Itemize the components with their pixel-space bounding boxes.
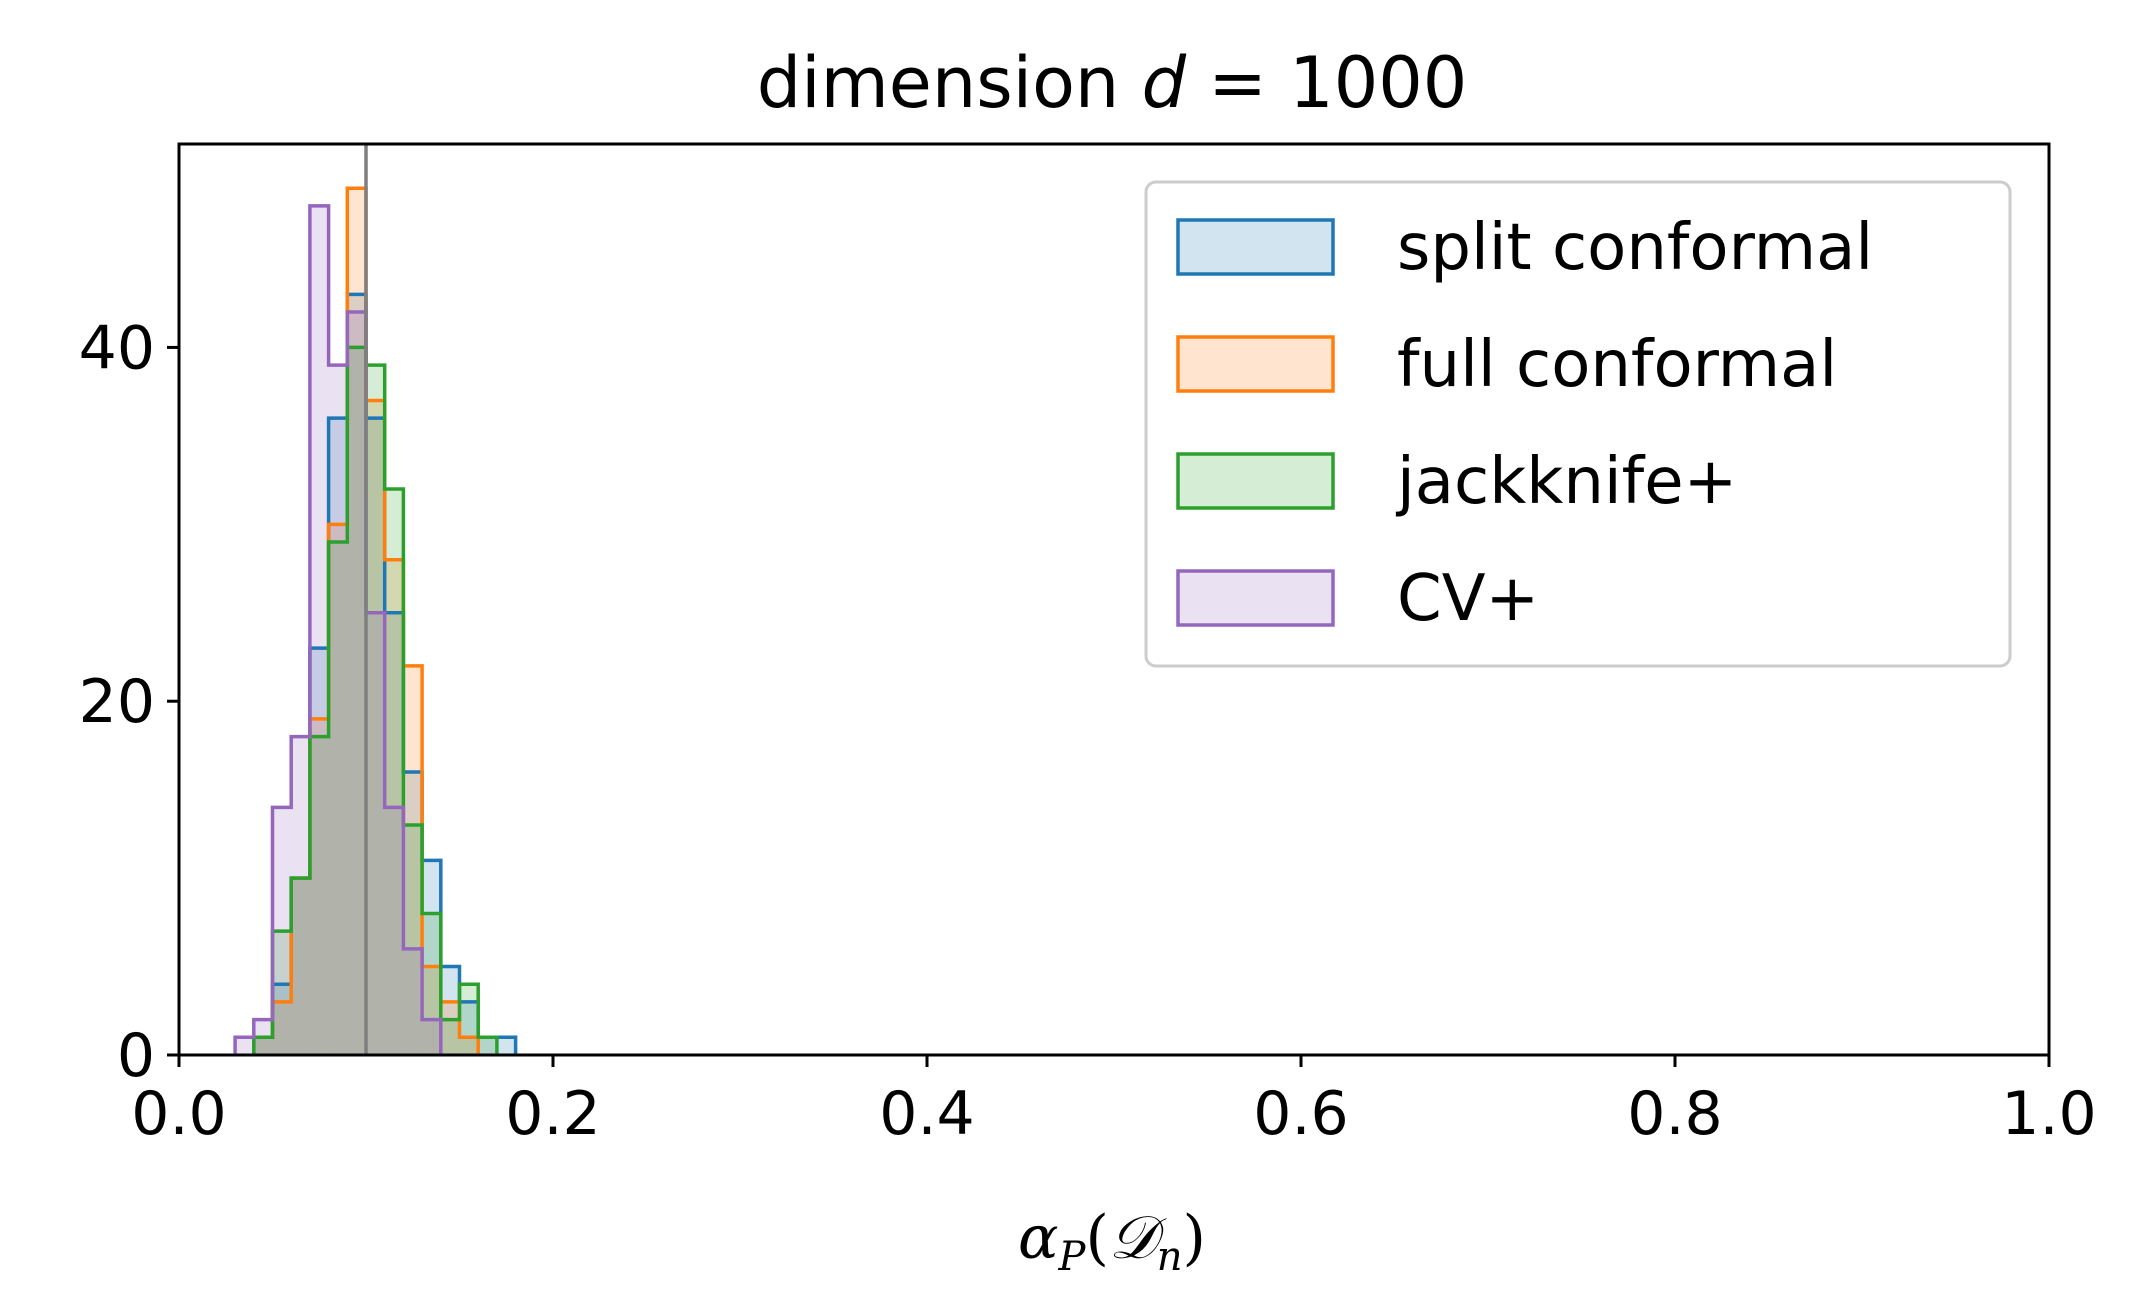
- bar-jackknife-11: [459, 984, 479, 1055]
- x-tick-label: 0.2: [505, 1079, 600, 1149]
- bar-split-conformal-13: [496, 1037, 516, 1055]
- x-tick-label: 0.4: [879, 1079, 974, 1149]
- bar-split-conformal-0: [253, 1037, 273, 1055]
- outline-jackknife: [252, 345, 499, 1055]
- bar-split-conformal-4: [328, 418, 348, 1056]
- bar-cv-4: [309, 205, 329, 1056]
- bar-split-conformal-12: [478, 1037, 497, 1055]
- bar-split-conformal-6: [366, 418, 385, 1056]
- legend-label-cv: CV+: [1397, 562, 1539, 636]
- histogram-bars: [233, 186, 518, 1056]
- bar-split-conformal-2: [291, 878, 310, 1055]
- bar-full-conformal-10: [440, 1001, 460, 1055]
- axes: 0.0 0.2 0.4 0.6 0.8 1.0 0 20 40: [79, 142, 2097, 1149]
- bar-cv-3: [291, 736, 310, 1055]
- bar-jackknife-12: [478, 1037, 497, 1055]
- bar-full-conformal-11: [459, 1037, 479, 1055]
- series-jackknife: [253, 347, 497, 1055]
- bar-split-conformal-11: [459, 1001, 479, 1055]
- bar-jackknife-7: [384, 488, 404, 1055]
- legend-swatch-cv: [1176, 569, 1335, 627]
- chart-title: dimension d = 1000: [757, 42, 1468, 124]
- plot-frame: [177, 142, 2051, 1057]
- bar-full-conformal-0: [253, 1037, 273, 1055]
- series-cv: [235, 205, 441, 1056]
- bar-full-conformal-1: [272, 1001, 292, 1055]
- bar-jackknife-10: [440, 1019, 460, 1055]
- bar-jackknife-5: [347, 347, 366, 1055]
- bar-cv-8: [384, 807, 404, 1055]
- bar-split-conformal-5: [347, 294, 366, 1055]
- bar-cv-0: [235, 1037, 254, 1055]
- bar-jackknife-1: [272, 931, 292, 1055]
- legend: split conformal full conformal jackknife+ C…: [1144, 180, 2012, 668]
- x-tick-label: 0.8: [1627, 1079, 1722, 1149]
- series-full-conformal: [253, 188, 479, 1056]
- bar-jackknife-2: [291, 878, 310, 1055]
- outline-cv: [233, 204, 443, 1055]
- y-tick-label: 0: [117, 1021, 155, 1091]
- bar-jackknife-0: [253, 1037, 273, 1055]
- legend-label-split-conformal: split conformal: [1397, 211, 1873, 285]
- bar-full-conformal-8: [403, 665, 423, 1055]
- bar-cv-7: [366, 612, 385, 1055]
- legend-label-full-conformal: full conformal: [1397, 328, 1837, 402]
- bar-split-conformal-7: [384, 612, 404, 1055]
- bar-full-conformal-6: [366, 400, 385, 1056]
- bar-split-conformal-8: [403, 771, 423, 1055]
- y-tick-label: 20: [79, 667, 155, 737]
- bar-split-conformal-3: [309, 648, 329, 1055]
- legend-swatch-split-conformal: [1176, 218, 1335, 276]
- bar-jackknife-6: [366, 365, 385, 1055]
- bar-full-conformal-5: [347, 188, 366, 1056]
- bar-cv-10: [422, 1019, 441, 1055]
- bar-split-conformal-10: [440, 966, 460, 1055]
- bar-full-conformal-3: [309, 718, 329, 1055]
- legend-swatch-full-conformal: [1176, 335, 1335, 393]
- legend-swatch-jackknife: [1176, 452, 1335, 510]
- bar-jackknife-8: [403, 825, 423, 1055]
- legend-frame: [1144, 180, 2012, 668]
- bar-cv-6: [347, 312, 366, 1055]
- bar-cv-5: [328, 365, 348, 1055]
- bar-jackknife-4: [328, 542, 348, 1055]
- legend-label-jackknife: jackknife+: [1395, 445, 1737, 519]
- x-tick-label: 1.0: [2001, 1079, 2096, 1149]
- bar-jackknife-3: [309, 736, 329, 1055]
- x-tick-label: 0.0: [131, 1079, 226, 1149]
- bar-split-conformal-9: [422, 860, 441, 1055]
- bar-full-conformal-4: [328, 524, 348, 1055]
- bar-full-conformal-9: [422, 966, 441, 1055]
- bar-cv-9: [403, 948, 423, 1055]
- x-tick-label: 0.6: [1253, 1079, 1348, 1149]
- y-tick-label: 40: [79, 313, 155, 383]
- bar-full-conformal-2: [291, 878, 310, 1055]
